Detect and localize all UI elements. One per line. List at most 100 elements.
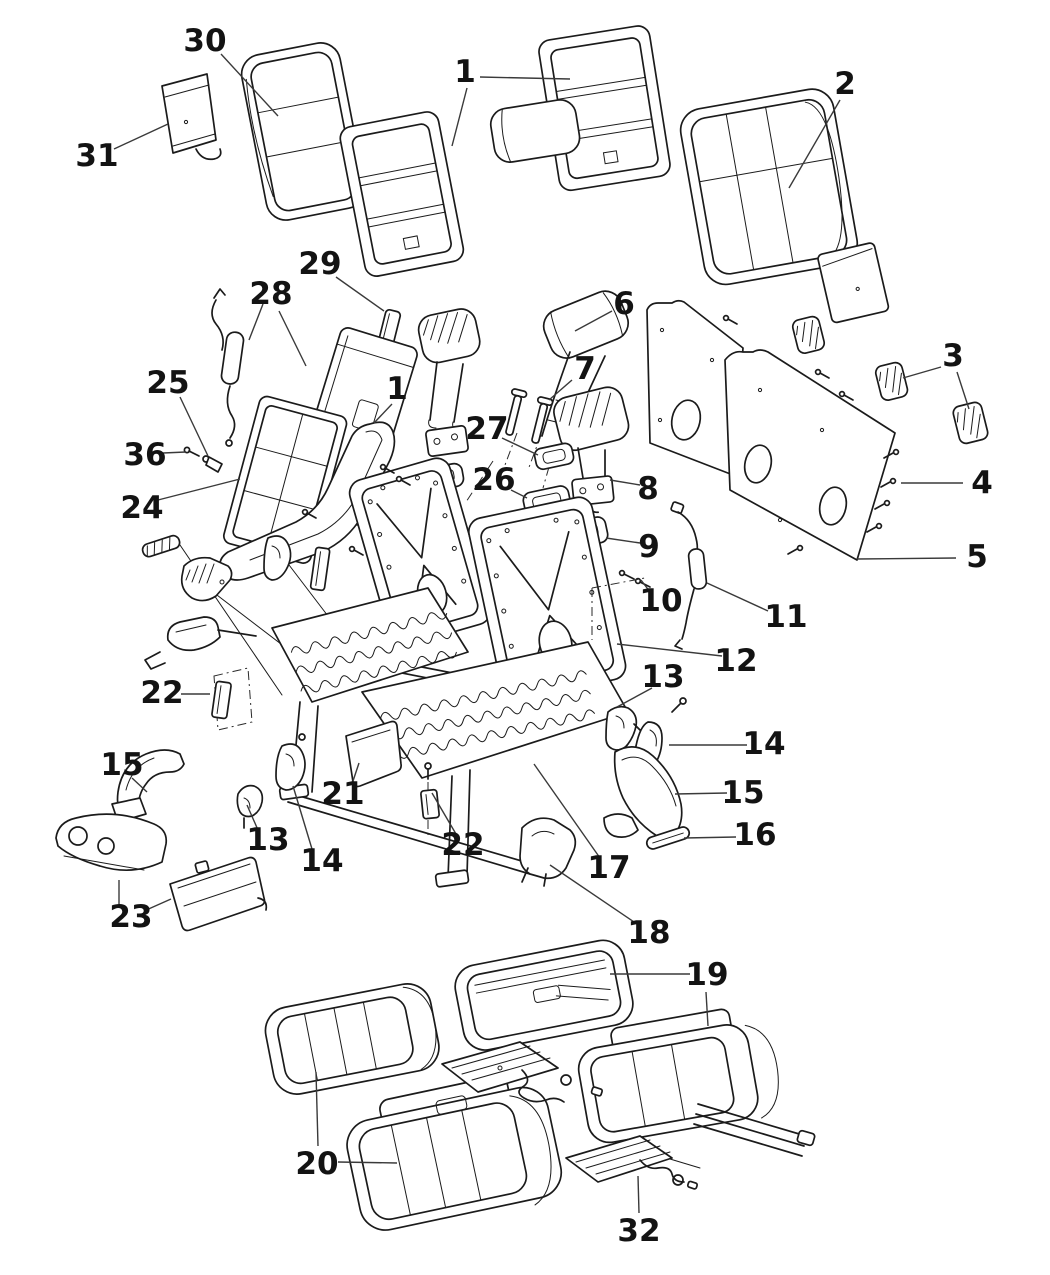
- leader-line-31: [113, 123, 169, 150]
- callout-27: 27: [465, 411, 508, 447]
- callout-13a: 13: [641, 659, 684, 695]
- part-guide-pin-7a: [505, 388, 528, 436]
- part-latch-13-left: [236, 784, 264, 829]
- leader-line-5: [856, 557, 957, 560]
- leader-line-21: [352, 762, 360, 782]
- part-seatback-cushion-30: [240, 42, 366, 221]
- callout-1b: 1: [386, 371, 408, 407]
- leader-line-28: [278, 310, 307, 367]
- leader-line-20: [315, 1071, 319, 1147]
- part-handle-pill: [141, 534, 181, 558]
- callout-14a: 14: [742, 726, 785, 762]
- part-shield-21: [345, 720, 402, 788]
- part-grommet-3b: [874, 361, 909, 401]
- callout-5: 5: [966, 539, 988, 575]
- leader-line-7: [548, 379, 573, 401]
- leader-line-6: [574, 310, 613, 332]
- leader-line-12: [616, 643, 723, 657]
- part-headrest-8: [553, 386, 630, 514]
- leader-line-20: [337, 1161, 398, 1164]
- callout-24: 24: [120, 490, 163, 526]
- callout-21: 21: [321, 776, 364, 812]
- leader-line-30: [220, 53, 279, 117]
- part-seat-frame-12: [271, 457, 629, 888]
- callout-12: 12: [714, 643, 757, 679]
- part-clip-22-left: [211, 680, 232, 720]
- callout-7: 7: [574, 351, 596, 387]
- leader-line-18: [549, 864, 638, 925]
- callout-25: 25: [146, 365, 189, 401]
- part-heater-mat-32: [565, 1135, 699, 1190]
- callout-22b: 22: [441, 827, 484, 863]
- leader-line-17: [533, 763, 601, 859]
- part-side-shield-15-right: [603, 746, 683, 840]
- part-seatback-frame-1-center: [489, 25, 671, 192]
- part-screw-clip-22-right: [420, 762, 440, 820]
- callout-10: 10: [639, 583, 682, 619]
- part-armrest: [489, 99, 581, 163]
- callout-14b: 14: [300, 843, 343, 879]
- callout-2: 2: [834, 66, 856, 102]
- leader-line-36: [162, 451, 187, 454]
- part-release-handle: [144, 616, 257, 670]
- part-seatback-cushion-2: [679, 88, 859, 286]
- leader-line-10: [640, 579, 651, 593]
- part-comma-bracket: [263, 535, 292, 581]
- part-screws-4: [722, 314, 900, 555]
- callout-19: 19: [685, 957, 728, 993]
- part-thin-bracket: [309, 546, 331, 592]
- part-cushion-right-19: [577, 1008, 816, 1169]
- callout-9: 9: [638, 529, 660, 565]
- part-headrest-latch-left: [425, 425, 469, 457]
- callout-32: 32: [617, 1213, 660, 1249]
- callout-17: 17: [587, 850, 630, 886]
- part-harness-left: [211, 288, 245, 447]
- callout-15b: 15: [100, 747, 143, 783]
- leader-line-11: [706, 582, 769, 612]
- leader-line-8: [609, 479, 641, 486]
- callout-16: 16: [733, 817, 776, 853]
- callout-31: 31: [75, 138, 118, 174]
- leader-line-1a: [479, 76, 571, 80]
- callout-1a: 1: [454, 54, 476, 90]
- leader-line-29: [335, 276, 385, 312]
- part-panel-below-2: [817, 242, 890, 324]
- part-back-panel-left-5: [646, 299, 744, 476]
- callout-36: 36: [123, 437, 166, 473]
- part-bezel-27: [533, 442, 575, 471]
- callout-4: 4: [971, 465, 993, 501]
- part-cushion-center-bottom: [346, 1075, 563, 1231]
- part-floor-bracket-23a: [55, 813, 168, 871]
- leader-line-26: [510, 489, 528, 499]
- part-grommet-3a: [791, 315, 826, 355]
- leader-line-22b: [431, 792, 457, 835]
- leader-line-2: [788, 99, 841, 189]
- leader-line-24: [157, 478, 241, 501]
- callout-6: 6: [613, 286, 635, 322]
- part-cable-11: [670, 501, 708, 650]
- leader-line-1b: [373, 403, 393, 424]
- leader-line-16: [683, 836, 737, 839]
- callout-22a: 22: [140, 675, 183, 711]
- leader-line-9: [605, 537, 641, 544]
- part-pawl-14-left: [275, 733, 306, 791]
- part-back-panel-right-5: [724, 349, 896, 561]
- leader-line-3: [902, 366, 942, 379]
- callout-3: 3: [942, 338, 964, 374]
- part-grommet-3c: [952, 401, 989, 445]
- callout-30: 30: [183, 23, 226, 59]
- part-guide-pin-7b: [531, 396, 554, 444]
- leader-line-13a: [616, 687, 653, 708]
- part-belt-guide-trim: [180, 556, 233, 602]
- leader-line-28: [248, 303, 264, 341]
- leader-line-15a: [674, 792, 728, 795]
- part-strip-16: [645, 826, 691, 850]
- part-misc-screws: [301, 463, 411, 556]
- leader-line-23: [143, 898, 172, 912]
- callout-15a: 15: [721, 775, 764, 811]
- callout-13b: 13: [246, 822, 289, 858]
- part-screw-36: [183, 446, 200, 457]
- leader-line-25: [179, 396, 209, 457]
- callout-26: 26: [472, 462, 515, 498]
- part-bracket-18: [519, 817, 577, 887]
